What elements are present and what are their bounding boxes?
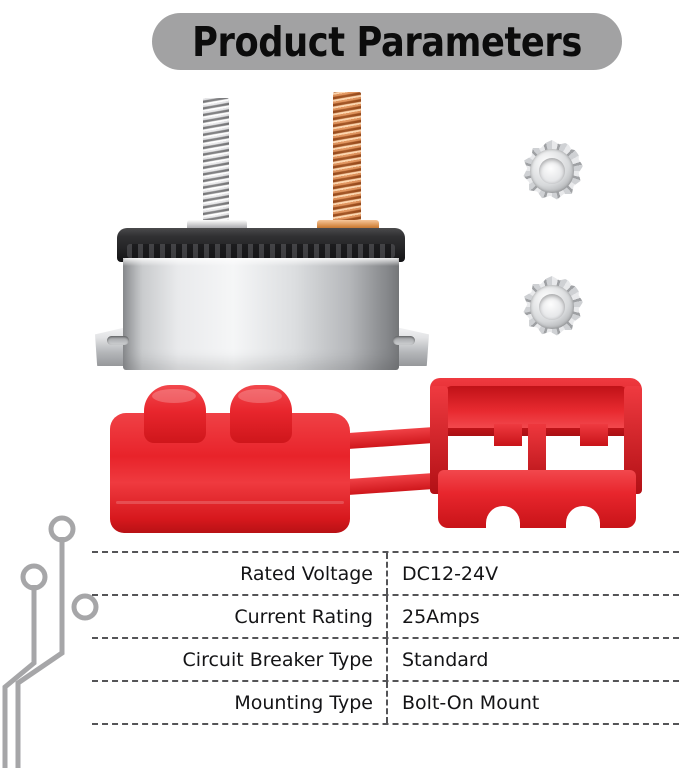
product-photo	[0, 78, 679, 548]
bracket-front-wall	[438, 470, 636, 528]
circuit-ring-mid	[20, 563, 48, 591]
bracket-cavity	[444, 386, 628, 428]
lock-nut-lower	[521, 276, 583, 338]
circuit-ring-top	[48, 515, 76, 543]
bracket-notch-right	[566, 506, 600, 528]
spec-value: Bolt-On Mount	[402, 691, 540, 714]
page-title-banner	[152, 13, 622, 70]
spec-table: Rated Voltage DC12-24V Current Rating 25…	[92, 551, 679, 725]
column-divider	[386, 682, 388, 723]
bracket-side-right	[624, 386, 642, 494]
spec-value: DC12-24V	[402, 562, 499, 585]
circuit-ring-right	[71, 593, 99, 621]
spec-label: Current Rating	[234, 605, 373, 628]
mounting-hole-right	[393, 336, 415, 345]
spec-value: Standard	[402, 648, 489, 671]
circuit-trace-long	[15, 537, 65, 768]
lock-nut-bore	[539, 158, 565, 184]
circuit-trace-short	[2, 585, 37, 768]
breaker-metal-body	[123, 258, 399, 370]
bracket-tab-right	[580, 424, 608, 446]
table-row: Rated Voltage DC12-24V	[92, 551, 679, 594]
bracket-notch-left	[486, 506, 520, 528]
bracket-side-left	[430, 386, 448, 494]
spec-label: Rated Voltage	[240, 562, 373, 585]
silver-stud	[203, 98, 229, 226]
breaker-black-top	[117, 228, 405, 262]
lock-nut-upper	[521, 140, 583, 202]
lock-nut-bore	[539, 294, 565, 320]
red-boot-cover	[110, 385, 350, 533]
boot-cap-right	[230, 385, 292, 443]
spec-label: Circuit Breaker Type	[182, 648, 373, 671]
copper-stud	[333, 92, 361, 228]
table-row: Mounting Type Bolt-On Mount	[92, 680, 679, 725]
mounting-hole-left	[107, 336, 129, 345]
column-divider	[386, 553, 388, 594]
column-divider	[386, 596, 388, 637]
boot-cap-left	[144, 385, 206, 443]
table-row: Circuit Breaker Type Standard	[92, 637, 679, 680]
circuit-trace-decoration	[2, 515, 99, 768]
table-row: Current Rating 25Amps	[92, 594, 679, 637]
bracket-tab-left	[494, 424, 522, 446]
page-title: Product Parameters	[192, 17, 582, 66]
red-bracket	[430, 378, 642, 528]
spec-label: Mounting Type	[234, 691, 373, 714]
spec-value: 25Amps	[402, 605, 480, 628]
column-divider	[386, 639, 388, 680]
circuit-breaker-image	[95, 78, 430, 370]
